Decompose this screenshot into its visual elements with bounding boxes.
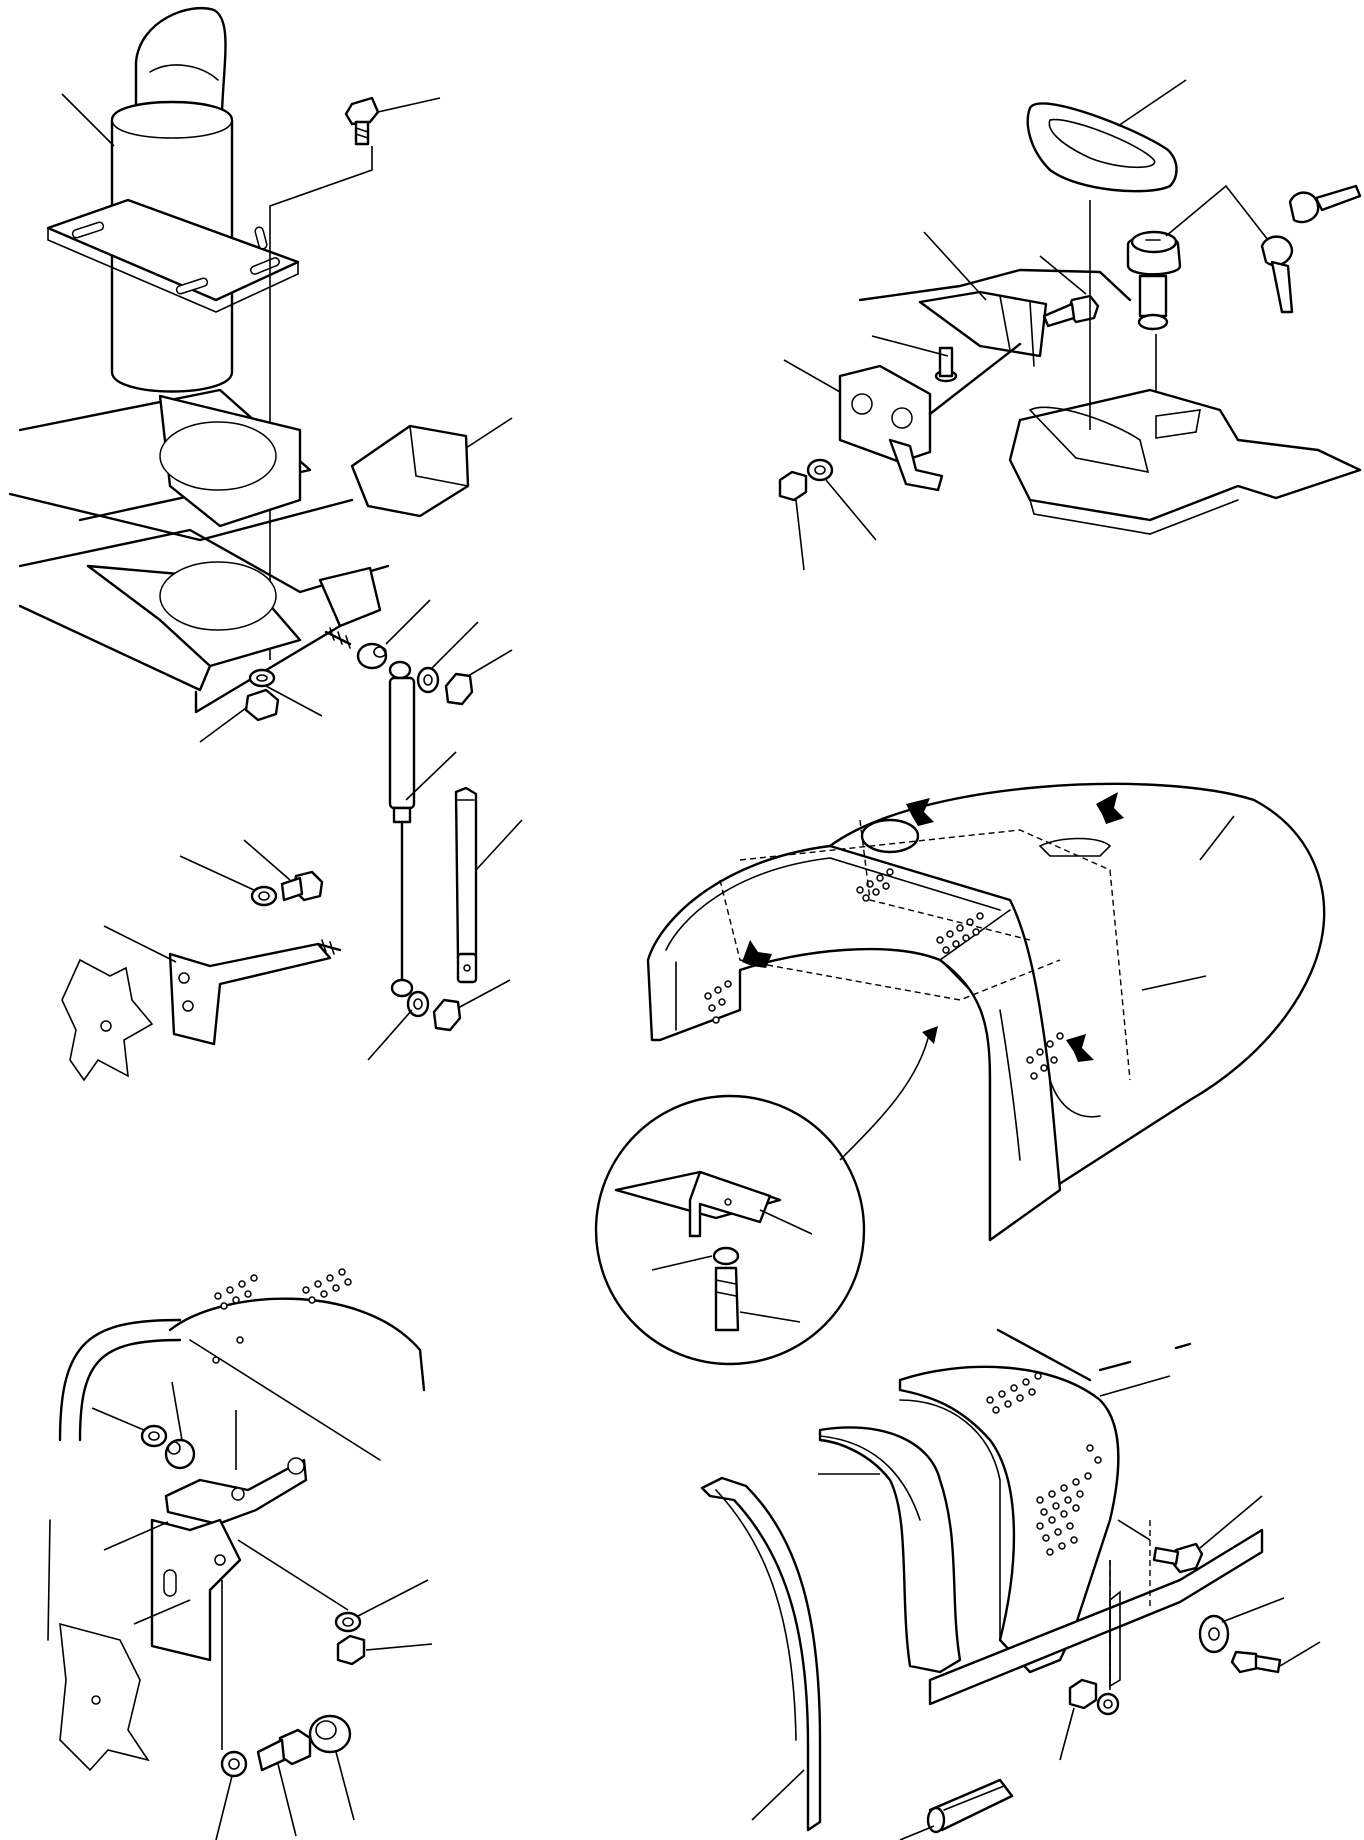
bolt-icon (324, 627, 352, 649)
perforation-icon (212, 1268, 352, 1364)
lock-cylinder-icon (1126, 230, 1182, 331)
nut-icon (444, 672, 474, 706)
arrow-icon (906, 798, 934, 826)
bushing-icon (356, 642, 388, 670)
washer-icon (406, 990, 430, 1018)
nut-icon (1068, 1678, 1098, 1710)
washer-icon (416, 666, 440, 694)
perforation-icon (704, 868, 1064, 1080)
arrow-icon (1096, 792, 1124, 824)
bushing-icon (164, 1438, 196, 1470)
hinge-bracket-assembly (47, 1268, 433, 1840)
washer-icon (806, 458, 834, 482)
bolt-icon (344, 96, 380, 146)
cover-lock-assembly (778, 79, 1362, 571)
side-cover-icon (818, 1328, 1264, 1706)
latch-icon (838, 268, 1132, 492)
exhaust-gas-spring-assembly (8, 7, 523, 1082)
washer-icon (1198, 1614, 1230, 1654)
side-cover-assembly (700, 1328, 1321, 1840)
perforation-icon (986, 1372, 1102, 1556)
weather-strip-icon (700, 1476, 822, 1832)
detail-circle-icon (594, 1026, 938, 1366)
washer-icon (1096, 1692, 1120, 1716)
nut-icon (244, 688, 280, 722)
washer-icon (334, 1611, 362, 1633)
exhaust-pipe-icon (46, 7, 300, 393)
arrow-icon (1066, 1034, 1094, 1062)
cap-icon (308, 1714, 352, 1754)
bolt-icon (256, 1728, 312, 1772)
bolt-icon (280, 870, 324, 902)
gas-spring-icon (388, 660, 416, 998)
frame-plate-icon (8, 388, 513, 714)
stay-rod-icon (454, 786, 478, 984)
screw-icon (1230, 1650, 1282, 1674)
nut-icon (778, 470, 808, 502)
cover-panel-icon (1008, 388, 1362, 535)
leader-line (61, 93, 115, 147)
hinge-icon (59, 1457, 308, 1772)
cover-seal-icon (1026, 102, 1178, 193)
bracket-icon (61, 939, 342, 1082)
washer-icon (140, 1424, 168, 1448)
engine-hood-assembly (594, 782, 1326, 1366)
nut-icon (432, 998, 462, 1032)
key-icon (1260, 184, 1362, 314)
washer-icon (250, 885, 278, 907)
arrow-icon (742, 940, 772, 968)
screw-icon (1152, 1542, 1204, 1574)
nut-icon (336, 1634, 366, 1666)
washer-icon (248, 668, 276, 688)
cushion-icon (926, 1778, 1014, 1834)
hood-edge-icon (47, 1297, 426, 1641)
washer-icon (220, 1750, 248, 1778)
